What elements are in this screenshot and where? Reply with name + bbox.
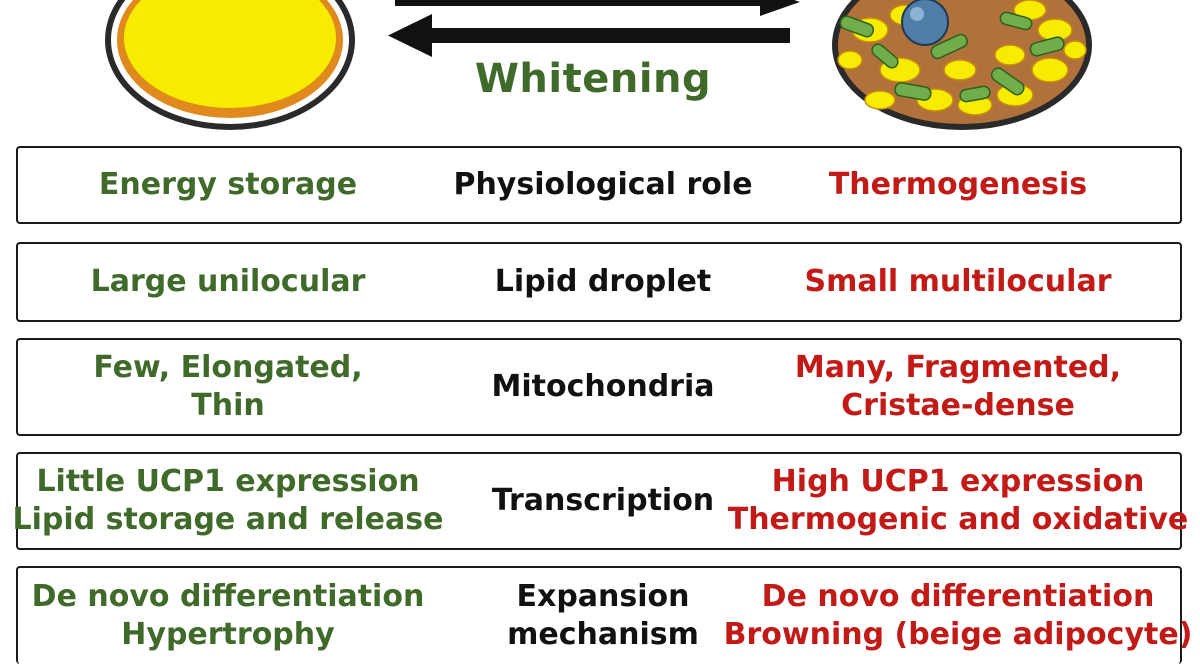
white-adipocyte	[105, 0, 355, 130]
white-adipocyte-value: Little UCP1 expression Lipid storage and…	[12, 464, 444, 537]
whitening-arrow	[388, 14, 790, 57]
comparison-row-physiological-role: Energy storage Physiological role Thermo…	[16, 146, 1182, 224]
comparison-row-mitochondria: Few, Elongated, Thin Mitochondria Many, …	[16, 338, 1182, 436]
brown-adipocyte-value: De novo differentiation Browning (beige …	[723, 579, 1193, 652]
brown-adipocyte-value: Many, Fragmented, Cristae-dense	[794, 350, 1122, 423]
white-adipocyte-value: De novo differentiation Hypertrophy	[31, 579, 425, 652]
property-label: Transcription	[491, 483, 715, 518]
adipocyte-illustration	[105, 0, 1092, 130]
comparison-row-expansion-mechanism: De novo differentiation Hypertrophy Expa…	[16, 566, 1193, 664]
brown-adipocyte	[832, 0, 1092, 130]
comparison-row-transcription: Little UCP1 expression Lipid storage and…	[12, 452, 1189, 550]
white-adipocyte-value: Large unilocular	[90, 264, 366, 299]
whitening-label: Whitening	[474, 56, 712, 102]
property-label: Expansion mechanism	[507, 579, 699, 652]
brown-adipocyte-value: Thermogenesis	[828, 167, 1088, 202]
white-adipocyte-value: Energy storage	[98, 167, 358, 202]
property-label: Lipid droplet	[494, 264, 712, 299]
comparison-row-lipid-droplet: Large unilocular Lipid droplet Small mul…	[16, 242, 1182, 322]
property-label: Mitochondria	[491, 369, 715, 404]
property-label: Physiological role	[453, 167, 753, 202]
brown-adipocyte-value: Small multilocular	[804, 264, 1112, 299]
white-adipocyte-value: Few, Elongated, Thin	[93, 350, 363, 423]
brown-adipocyte-value: High UCP1 expression Thermogenic and oxi…	[727, 464, 1189, 537]
browning-arrow	[395, 0, 800, 16]
